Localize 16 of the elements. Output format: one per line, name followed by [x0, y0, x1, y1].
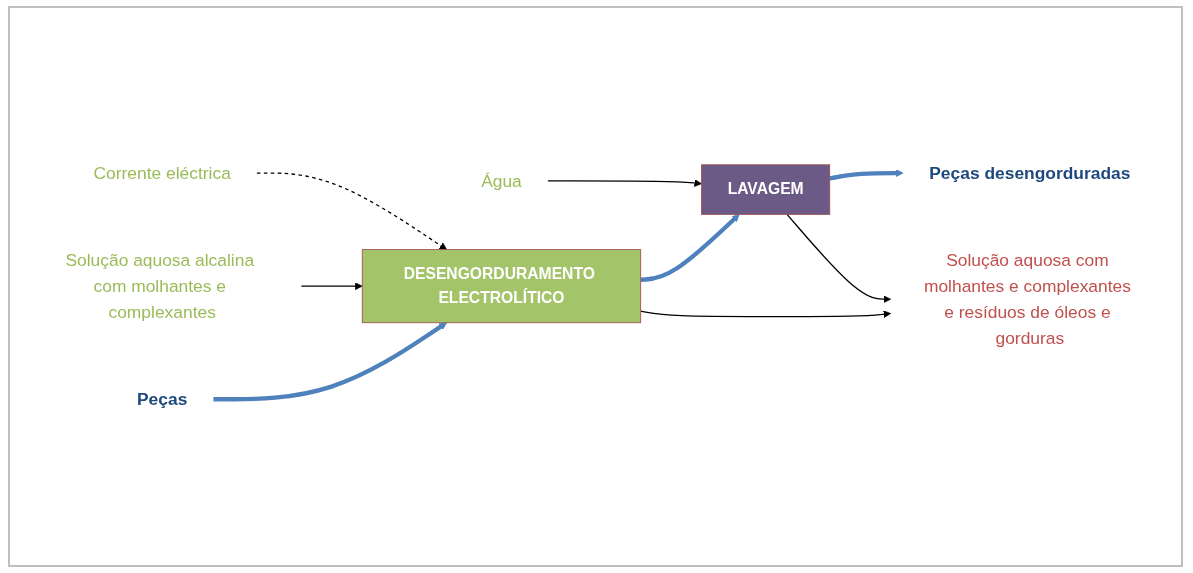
arrow: [785, 214, 891, 304]
node-text: Solução aquosa com molhantes e complexantes e resíduos de óleos e gorduras: [923, 250, 1131, 349]
node-text: Peças desengorduradas: [928, 163, 1130, 183]
node-text: Corrente eléctrica: [93, 163, 231, 183]
arrow: [300, 282, 363, 291]
node-text: Peças: [136, 390, 187, 410]
arrow: [828, 169, 903, 181]
node-text: Água: [480, 171, 522, 191]
arrow: [255, 172, 447, 251]
node-box: LAVAGEM: [700, 164, 830, 216]
arrow: [640, 214, 740, 283]
arrow: [546, 179, 702, 188]
arrow: [639, 310, 891, 319]
arrow: [212, 322, 447, 402]
node-box: DESENGORDURAMENTO ELECTROLÍTICO: [361, 249, 641, 324]
node-text: Solução aquosa alcalina com molhantes e complexantes: [64, 250, 254, 323]
